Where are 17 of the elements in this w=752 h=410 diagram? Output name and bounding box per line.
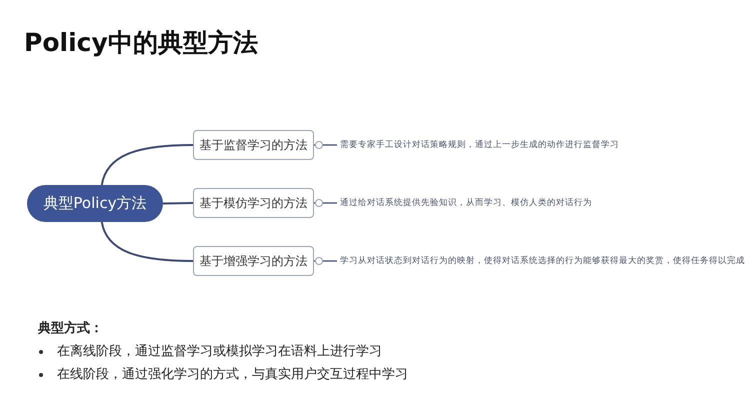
- description-text: 学习从对话状态到对话行为的映射，使得对话系统选择的行为能够获得最大的奖赏，使得任务得以完成: [340, 255, 745, 267]
- branch-line: [100, 222, 194, 262]
- branch-line: [100, 144, 194, 186]
- bullet-text: 在离线阶段，通过监督学习或模拟学习在语料上进行学习: [57, 343, 382, 360]
- central-topic: 典型Policy方法: [27, 185, 163, 222]
- topic-box: 基于模仿学习的方法: [193, 188, 314, 218]
- bullet-text: 在线阶段，通过强化学习的方式，与真实用户交互过程中学习: [57, 366, 408, 383]
- connector-line: [314, 144, 337, 146]
- topic-box: 基于监督学习的方法: [193, 130, 314, 160]
- description-text: 需要专家手工设计对话策略规则，通过上一步生成的动作进行监督学习: [340, 139, 619, 151]
- heading-text: 典型方式：: [38, 320, 103, 337]
- connector-line: [314, 260, 337, 262]
- connector-line: [314, 202, 337, 204]
- topic-box: 基于增强学习的方法: [193, 246, 314, 276]
- branch-line: [162, 202, 194, 204]
- title: Policy中的典型方法: [24, 27, 258, 59]
- description-text: 通过给对话系统提供先验知识，从而学习、模仿人类的对话行为: [340, 197, 592, 209]
